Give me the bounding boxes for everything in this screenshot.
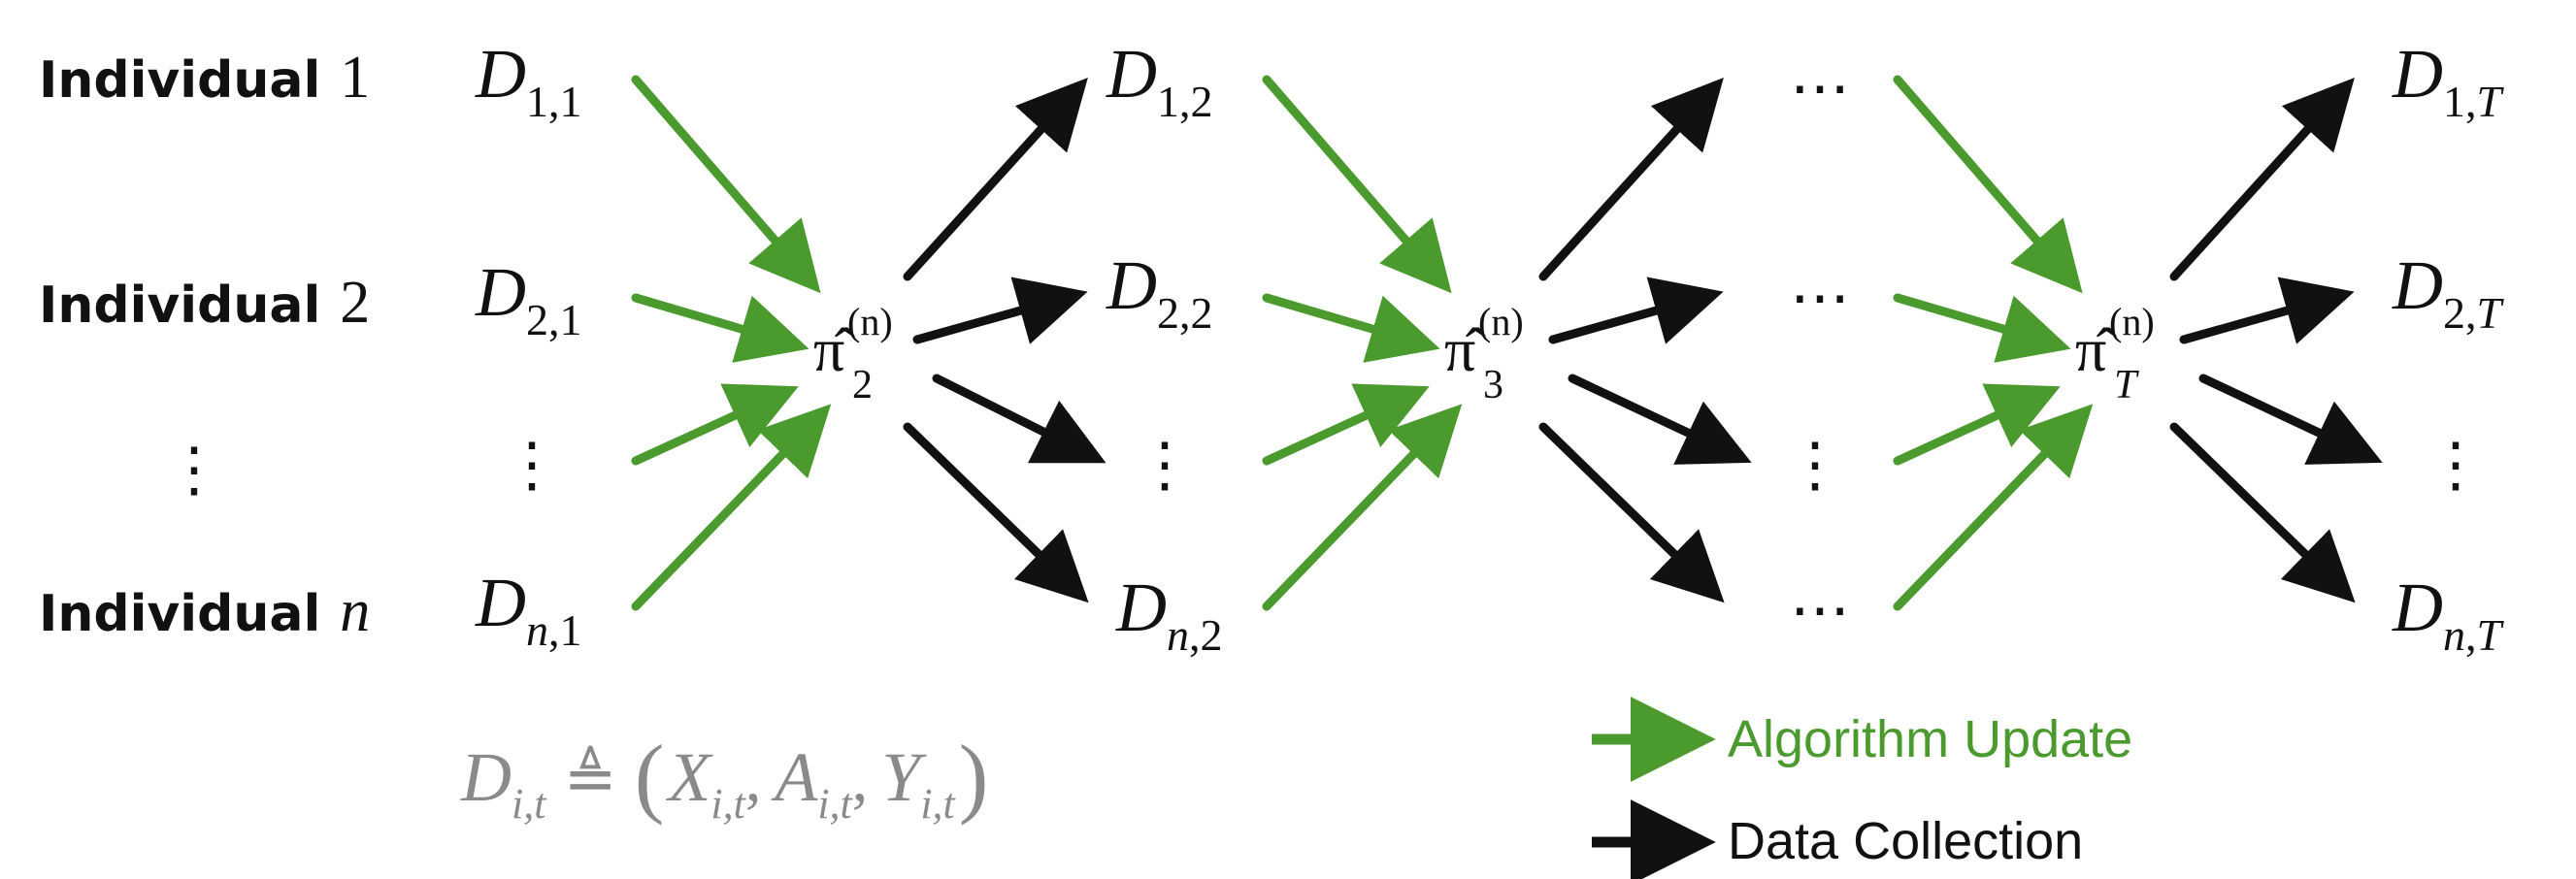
data-node-1-2: D1,2 bbox=[1106, 35, 1213, 126]
update-arrow bbox=[1262, 293, 1440, 363]
legend-data-collection: Data Collection bbox=[1728, 812, 2083, 870]
data-node-2-2: D2,2 bbox=[1106, 246, 1213, 338]
legend: Algorithm Update Data Collection bbox=[1592, 697, 2132, 879]
update-arrow bbox=[1262, 383, 1430, 466]
data-node-1-1: D1,1 bbox=[475, 35, 582, 126]
hdots-row-n: ⋯ bbox=[1790, 578, 1850, 644]
definition-formula: Di,t ≜ ( Xi,t, Ai,t, Yi,t ) bbox=[460, 727, 988, 828]
svg-text:2: 2 bbox=[852, 363, 873, 407]
row-index: n bbox=[340, 578, 370, 644]
hdots-row-2: ⋯ bbox=[1790, 266, 1850, 332]
collect-arrow bbox=[2169, 422, 2356, 603]
row-label-2: Individual 2 bbox=[39, 270, 370, 336]
legend-algorithm-update: Algorithm Update bbox=[1728, 710, 2132, 768]
collect-arrow bbox=[1568, 374, 1752, 465]
collect-arrow bbox=[1538, 77, 1724, 281]
data-node-n-1: Dn,1 bbox=[475, 564, 582, 655]
collect-arrow bbox=[1538, 422, 1725, 603]
row-index: 1 bbox=[340, 45, 370, 111]
policy-node-3: π̂ 3 (n) bbox=[1444, 300, 1524, 407]
row-label-text: Individual bbox=[39, 585, 320, 643]
hdots-row-1: ⋯ bbox=[1790, 56, 1850, 122]
col2-vdots: ⋮ bbox=[1135, 433, 1195, 499]
collect-arrow bbox=[912, 277, 1088, 344]
row-label-text: Individual bbox=[39, 51, 320, 110]
policy-node-2: π̂ 2 (n) bbox=[813, 300, 893, 407]
update-arrow bbox=[1893, 404, 2094, 611]
update-arrow bbox=[631, 75, 821, 294]
collect-arrow bbox=[2169, 77, 2355, 281]
update-arrow bbox=[1893, 75, 2083, 294]
row-label-n: Individual n bbox=[39, 578, 370, 644]
collect-arrow bbox=[903, 77, 1088, 281]
row-label-text: Individual bbox=[39, 277, 320, 335]
row-label-1: Individual 1 bbox=[39, 45, 370, 111]
svg-text:(n): (n) bbox=[2109, 300, 2155, 343]
update-arrow bbox=[631, 383, 799, 466]
svg-text:3: 3 bbox=[1483, 363, 1503, 407]
data-node-n-T: Dn,T bbox=[2392, 569, 2505, 660]
data-node-2-1: D2,1 bbox=[475, 253, 582, 344]
policy-node-T: π̂ T (n) bbox=[2075, 300, 2155, 407]
svg-text:T: T bbox=[2114, 363, 2139, 407]
data-node-2-T: D2,T bbox=[2392, 246, 2505, 338]
svg-text:(n): (n) bbox=[847, 300, 893, 343]
colT-vdots: ⋮ bbox=[2426, 433, 2486, 499]
svg-text:Individual n: Individual n bbox=[39, 578, 370, 644]
update-arrow bbox=[1893, 383, 2061, 466]
data-node-1-T: D1,T bbox=[2392, 35, 2505, 126]
svg-text:Individual 1: Individual 1 bbox=[39, 45, 370, 111]
update-arrow bbox=[631, 293, 809, 363]
collect-arrow bbox=[2179, 277, 2355, 344]
update-arrow bbox=[1262, 75, 1452, 294]
update-arrow bbox=[631, 404, 832, 611]
update-arrow bbox=[1893, 293, 2071, 363]
collect-arrow bbox=[903, 422, 1089, 603]
collect-arrow bbox=[2198, 374, 2383, 465]
svg-text:(n): (n) bbox=[1478, 300, 1524, 343]
collect-arrow bbox=[1548, 277, 1724, 344]
row-index: 2 bbox=[340, 270, 370, 336]
svg-text:Di,t ≜ ( Xi,: Di,t ≜ ( Xi,t, Ai,t, Yi,t ) bbox=[460, 727, 988, 828]
col1-vdots: ⋮ bbox=[502, 433, 562, 499]
svg-text:Individual 2: Individual 2 bbox=[39, 270, 370, 336]
update-arrow bbox=[1262, 404, 1463, 611]
vdots-middle: ⋮ bbox=[1785, 433, 1845, 499]
collect-arrow bbox=[932, 374, 1106, 464]
data-node-n-2: Dn,2 bbox=[1115, 569, 1223, 660]
row-vdots: ⋮ bbox=[164, 438, 224, 504]
